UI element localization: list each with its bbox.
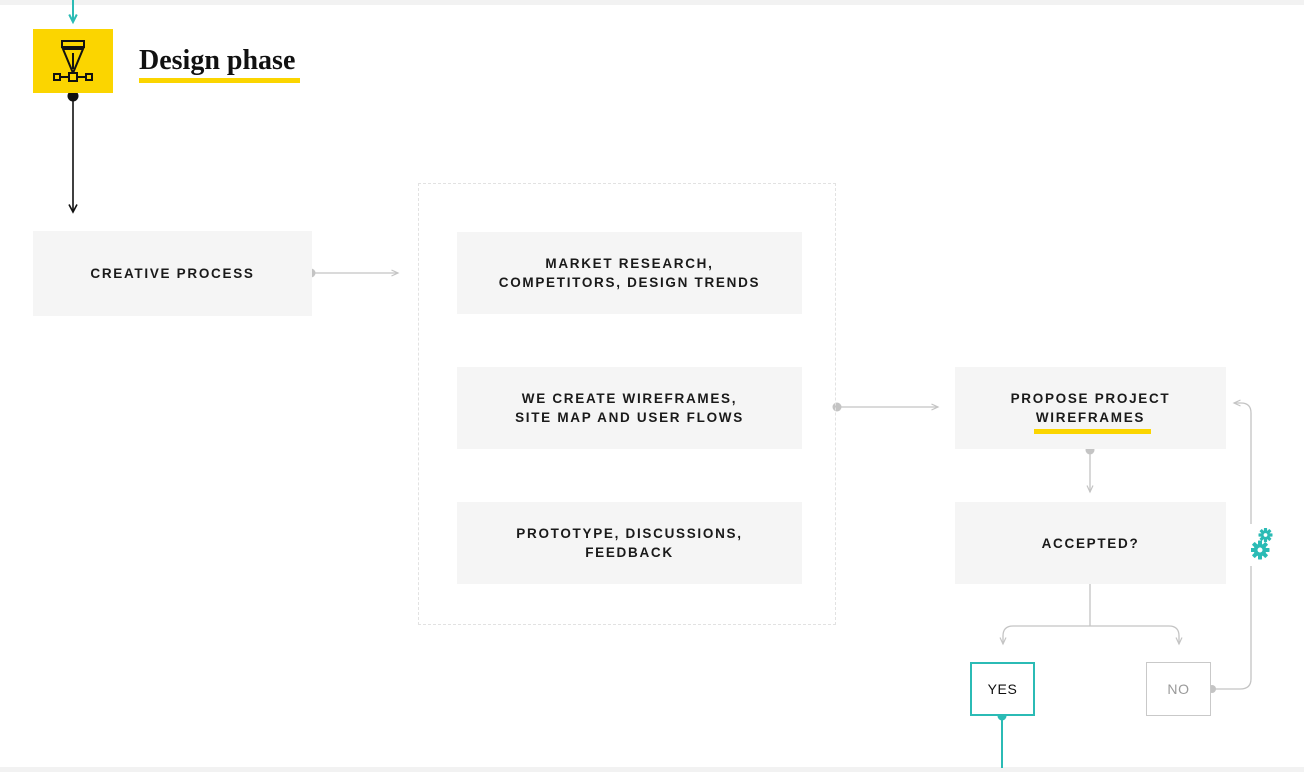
node-prototype-line2: FEEDBACK: [585, 545, 674, 560]
node-accepted-label: ACCEPTED?: [1041, 535, 1140, 551]
phase-icon-box: [33, 29, 113, 93]
wire-group-to-propose: [832, 402, 940, 412]
page-top-edge: [0, 0, 1304, 5]
wire-icon-to-creative-process: [67, 90, 79, 214]
node-create-wireframes-line2: SITE MAP AND USER FLOWS: [515, 410, 744, 425]
node-creative-process[interactable]: CREATIVE PROCESS: [33, 231, 312, 316]
node-no[interactable]: NO: [1146, 662, 1211, 716]
wire-yes-continues: [997, 711, 1007, 768]
node-accepted-decision[interactable]: ACCEPTED?: [955, 502, 1226, 584]
node-propose-line1: PROPOSE PROJECT: [1010, 391, 1171, 406]
page-title-underline: [139, 78, 300, 83]
node-creative-process-label: CREATIVE PROCESS: [90, 266, 255, 281]
page-bottom-edge: [0, 767, 1304, 772]
gear-icon-large: [1250, 540, 1270, 560]
gear-cluster: [1250, 527, 1277, 563]
propose-wireframes-underline: [1034, 429, 1151, 434]
node-no-label: NO: [1167, 681, 1190, 697]
pen-nib-icon: [53, 40, 93, 82]
node-market-research-line1: MARKET RESEARCH,: [545, 256, 714, 271]
wire-creative-process-to-group: [306, 268, 400, 278]
node-propose-project-wireframes[interactable]: PROPOSE PROJECT WIREFRAMES: [955, 367, 1226, 449]
node-prototype-line1: PROTOTYPE, DISCUSSIONS,: [516, 526, 743, 541]
node-prototype[interactable]: PROTOTYPE, DISCUSSIONS, FEEDBACK: [457, 502, 802, 584]
node-market-research-line2: COMPETITORS, DESIGN TRENDS: [498, 275, 761, 290]
gear-icon-small: [1258, 528, 1273, 542]
node-yes-label: YES: [987, 681, 1018, 697]
wire-accepted-branch: [999, 573, 1183, 646]
node-create-wireframes-line1: WE CREATE WIREFRAMES,: [521, 391, 738, 406]
wire-propose-to-accepted: [1085, 445, 1095, 494]
page-title: Design phase: [139, 45, 296, 76]
node-yes[interactable]: YES: [970, 662, 1035, 716]
creative-process-group: [418, 183, 836, 625]
node-create-wireframes[interactable]: WE CREATE WIREFRAMES, SITE MAP AND USER …: [457, 367, 802, 449]
node-propose-line2: WIREFRAMES: [1035, 410, 1146, 425]
node-market-research[interactable]: MARKET RESEARCH, COMPETITORS, DESIGN TRE…: [457, 232, 802, 314]
